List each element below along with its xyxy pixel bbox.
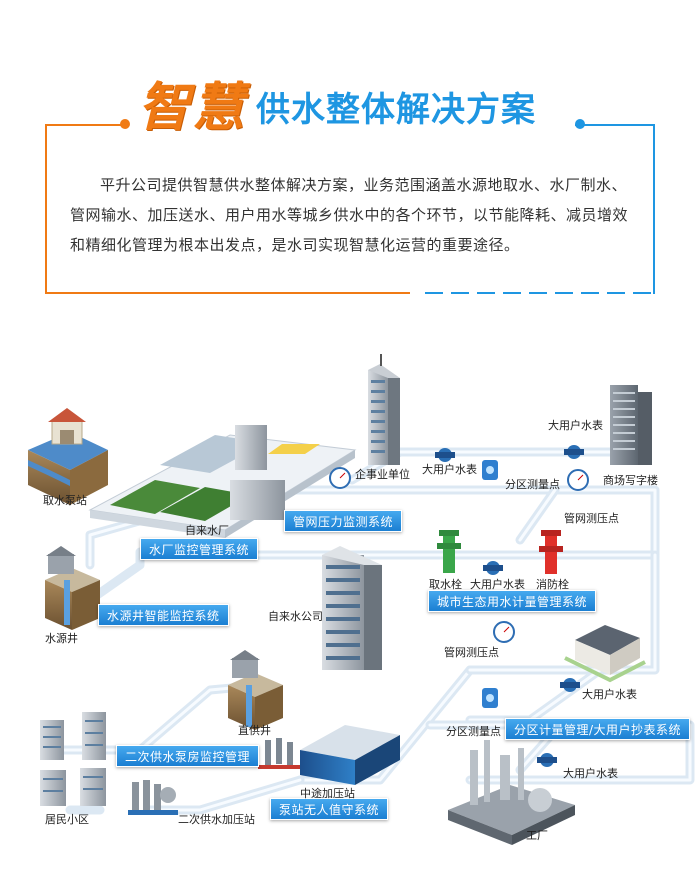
relay-station-illustration (258, 725, 400, 785)
label-enterprise: 企事业单位 (355, 468, 410, 481)
label-pipe-pressure: 管网压力监测系统 (284, 510, 403, 532)
title: 智慧 供水整体解决方案 (0, 78, 700, 138)
label-direct-well: 直供井 (238, 724, 271, 737)
secondary-booster-illustration (128, 780, 178, 815)
label-city-metering: 城市生态用水计量管理系统 (428, 590, 597, 612)
label-big-user-meter-5: 大用户水表 (563, 767, 618, 780)
label-station-unattended: 泵站无人值守系统 (270, 798, 389, 820)
label-water-well: 水源井 (45, 632, 78, 645)
label-big-user-meter-2: 大用户水表 (548, 419, 603, 432)
label-water-plant-monitor: 水厂监控管理系统 (140, 538, 259, 560)
water-well-illustration (45, 546, 100, 630)
office-building-illustration (610, 385, 652, 465)
pressure-gauges (329, 467, 589, 643)
label-residential: 居民小区 (45, 813, 89, 826)
meter-icons (435, 445, 584, 767)
villa-illustration (564, 625, 646, 683)
intro-frame (45, 124, 655, 294)
label-relay-station: 中途加压站 (300, 787, 355, 800)
fire-hydrant-illustration (539, 530, 563, 574)
diagram-graphics (28, 354, 695, 845)
label-secondary-booster: 二次供水加压站 (178, 813, 255, 826)
label-district-metering: 分区计量管理/大用户抄表系统 (505, 718, 691, 740)
title-dot-left (120, 119, 130, 129)
direct-well-illustration (228, 650, 283, 730)
label-secondary-pump: 二次供水泵房监控管理 (116, 745, 260, 767)
water-company-illustration (322, 546, 382, 670)
label-well-monitor: 水源井智能监控系统 (98, 604, 229, 626)
label-water-plant: 自来水厂 (185, 524, 229, 537)
label-pipe-point-2: 管网测压点 (444, 646, 499, 659)
title-calligraphy: 智慧 (138, 77, 247, 138)
label-office-building: 商场写字楼 (603, 474, 658, 487)
intro-text: 平升公司提供智慧供水整体解决方案，业务范围涵盖水源地取水、水厂制水、管网输水、加… (70, 176, 629, 254)
intake-station-illustration (28, 408, 108, 505)
label-district-point-1: 分区测量点 (505, 478, 560, 491)
label-fire-hydrant: 消防栓 (536, 578, 569, 591)
supply-diagram: 水厂监控管理系统 水源井智能监控系统 管网压力监测系统 城市生态用水计量管理系统… (0, 340, 700, 896)
label-big-user-meter-4: 大用户水表 (582, 688, 637, 701)
label-big-user-meter-1: 大用户水表 (422, 463, 477, 476)
label-hydrant-take: 取水栓 (429, 578, 462, 591)
title-main: 供水整体解决方案 (256, 90, 536, 130)
residential-illustration (40, 712, 106, 806)
label-pipe-point-1: 管网测压点 (564, 512, 619, 525)
take-hydrant-illustration (437, 530, 461, 573)
label-district-point-2: 分区测量点 (446, 725, 501, 738)
water-plant-illustration (88, 425, 357, 538)
label-intake-station: 取水泵站 (43, 494, 87, 507)
label-water-company: 自来水公司 (268, 610, 323, 623)
factory-illustration (448, 740, 575, 845)
enterprise-illustration (368, 354, 400, 465)
label-factory: 工厂 (526, 829, 548, 842)
label-big-user-meter-3: 大用户水表 (470, 578, 525, 591)
